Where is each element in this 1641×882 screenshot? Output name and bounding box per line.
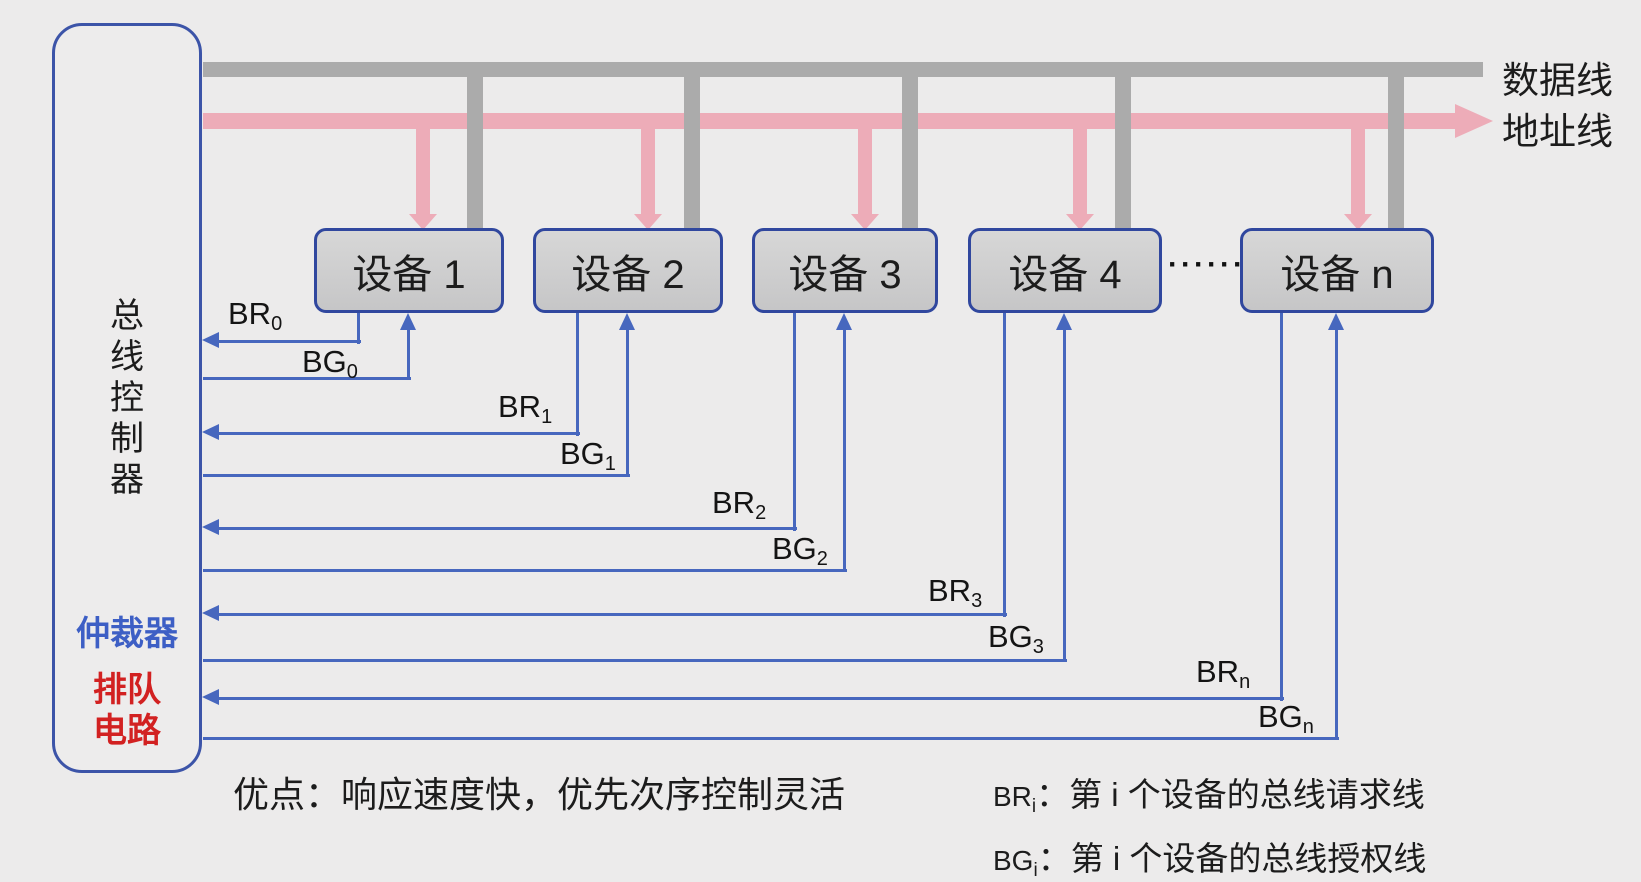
address-tap-arrowhead-icon	[634, 214, 662, 230]
br-label-n: BRn	[1196, 654, 1251, 693]
br-line-vertical	[576, 313, 579, 436]
bg-line-vertical	[1063, 328, 1066, 662]
legend-bg-base: BG	[993, 845, 1034, 876]
br-line-horizontal	[210, 340, 361, 343]
device-label: 设备 3	[788, 252, 902, 297]
br-label-3: BR3	[928, 573, 983, 612]
advantage-text: 优点：响应速度快，优先次序控制灵活	[233, 774, 846, 815]
bg-line-vertical	[1335, 328, 1338, 740]
queue-circuit-line1: 排队	[93, 671, 161, 709]
address-tap-arrowhead-icon	[409, 214, 437, 230]
br-line-horizontal	[210, 527, 797, 530]
legend-bg-sub: i	[1033, 860, 1038, 881]
device-label: 设备 1	[352, 252, 466, 297]
bg-arrowhead-icon	[400, 313, 416, 330]
queue-circuit-line2: 电路	[93, 712, 161, 750]
device-box-5: 设备 n	[1240, 228, 1434, 313]
address-bus-line	[203, 113, 1457, 129]
bg-arrowhead-icon	[1056, 313, 1072, 330]
device-box-4: 设备 4	[968, 228, 1162, 313]
address-bus-tap	[416, 129, 430, 214]
legend-br-desc: ：第 i 个设备的总线请求线	[1036, 776, 1425, 813]
queue-circuit-label: 排队 电路	[52, 670, 202, 752]
br-line-vertical	[793, 313, 796, 531]
device-label: 设备 n	[1280, 252, 1394, 297]
data-bus-tap	[467, 75, 483, 232]
br-line-vertical	[1003, 313, 1006, 617]
br-arrowhead-icon	[202, 689, 219, 705]
br-label-0: BR0	[228, 296, 283, 335]
data-bus-label: 数据线	[1502, 60, 1613, 101]
legend-bg-desc: ：第 i 个设备的总线授权线	[1037, 840, 1427, 877]
legend-br-sub: i	[1031, 796, 1037, 817]
bg-line-horizontal	[203, 659, 1067, 662]
data-bus-line	[203, 62, 1483, 77]
device-box-2: 设备 2	[533, 228, 723, 313]
bg-line-horizontal	[203, 474, 630, 477]
bg-label-n: BGn	[1258, 699, 1314, 738]
address-tap-arrowhead-icon	[1344, 214, 1372, 230]
devices-ellipsis: ·······	[1168, 248, 1259, 281]
br-arrowhead-icon	[202, 605, 219, 621]
br-label-1: BR1	[498, 389, 553, 428]
bg-label-2: BG2	[772, 531, 828, 570]
arbiter-label: 仲裁器	[76, 615, 178, 653]
bg-label-1: BG1	[560, 436, 616, 475]
bg-label-3: BG3	[988, 619, 1044, 658]
address-bus-tap	[1073, 129, 1087, 214]
bg-arrowhead-icon	[619, 313, 635, 330]
bg-line-horizontal	[203, 737, 1339, 740]
bus-controller-box	[52, 23, 202, 773]
bus-controller-title: 总线控制器	[110, 297, 144, 499]
device-box-1: 设备 1	[314, 228, 504, 313]
bg-arrowhead-icon	[836, 313, 852, 330]
device-label: 设备 2	[571, 252, 685, 297]
data-bus-tap	[684, 75, 700, 232]
bg-arrowhead-icon	[1328, 313, 1344, 330]
br-line-horizontal	[210, 613, 1007, 616]
address-tap-arrowhead-icon	[1066, 214, 1094, 230]
br-arrowhead-icon	[202, 332, 219, 348]
data-bus-tap	[902, 75, 918, 232]
legend-br-base: BR	[993, 781, 1032, 812]
address-bus-label: 地址线	[1502, 111, 1613, 152]
address-bus-tap	[858, 129, 872, 214]
legend-br: BRi：第 i 个设备的总线请求线	[993, 768, 1425, 818]
bg-line-horizontal	[203, 569, 847, 572]
br-arrowhead-icon	[202, 519, 219, 535]
device-box-3: 设备 3	[752, 228, 938, 313]
bg-line-horizontal	[203, 377, 411, 380]
address-tap-arrowhead-icon	[851, 214, 879, 230]
br-line-vertical	[357, 313, 360, 344]
br-line-horizontal	[210, 432, 580, 435]
device-label: 设备 4	[1008, 252, 1122, 297]
br-line-vertical	[1280, 313, 1283, 701]
bg-line-vertical	[626, 328, 629, 477]
address-bus-arrowhead-icon	[1455, 104, 1493, 138]
bg-label-0: BG0	[302, 344, 358, 383]
br-label-2: BR2	[712, 485, 767, 524]
legend-bg: BGi：第 i 个设备的总线授权线	[993, 832, 1426, 882]
bg-line-vertical	[407, 328, 410, 380]
data-bus-tap	[1388, 75, 1404, 232]
address-bus-tap	[641, 129, 655, 214]
address-bus-tap	[1351, 129, 1365, 214]
bg-line-vertical	[843, 328, 846, 572]
data-bus-tap	[1115, 75, 1131, 232]
br-arrowhead-icon	[202, 424, 219, 440]
br-line-horizontal	[210, 697, 1284, 700]
